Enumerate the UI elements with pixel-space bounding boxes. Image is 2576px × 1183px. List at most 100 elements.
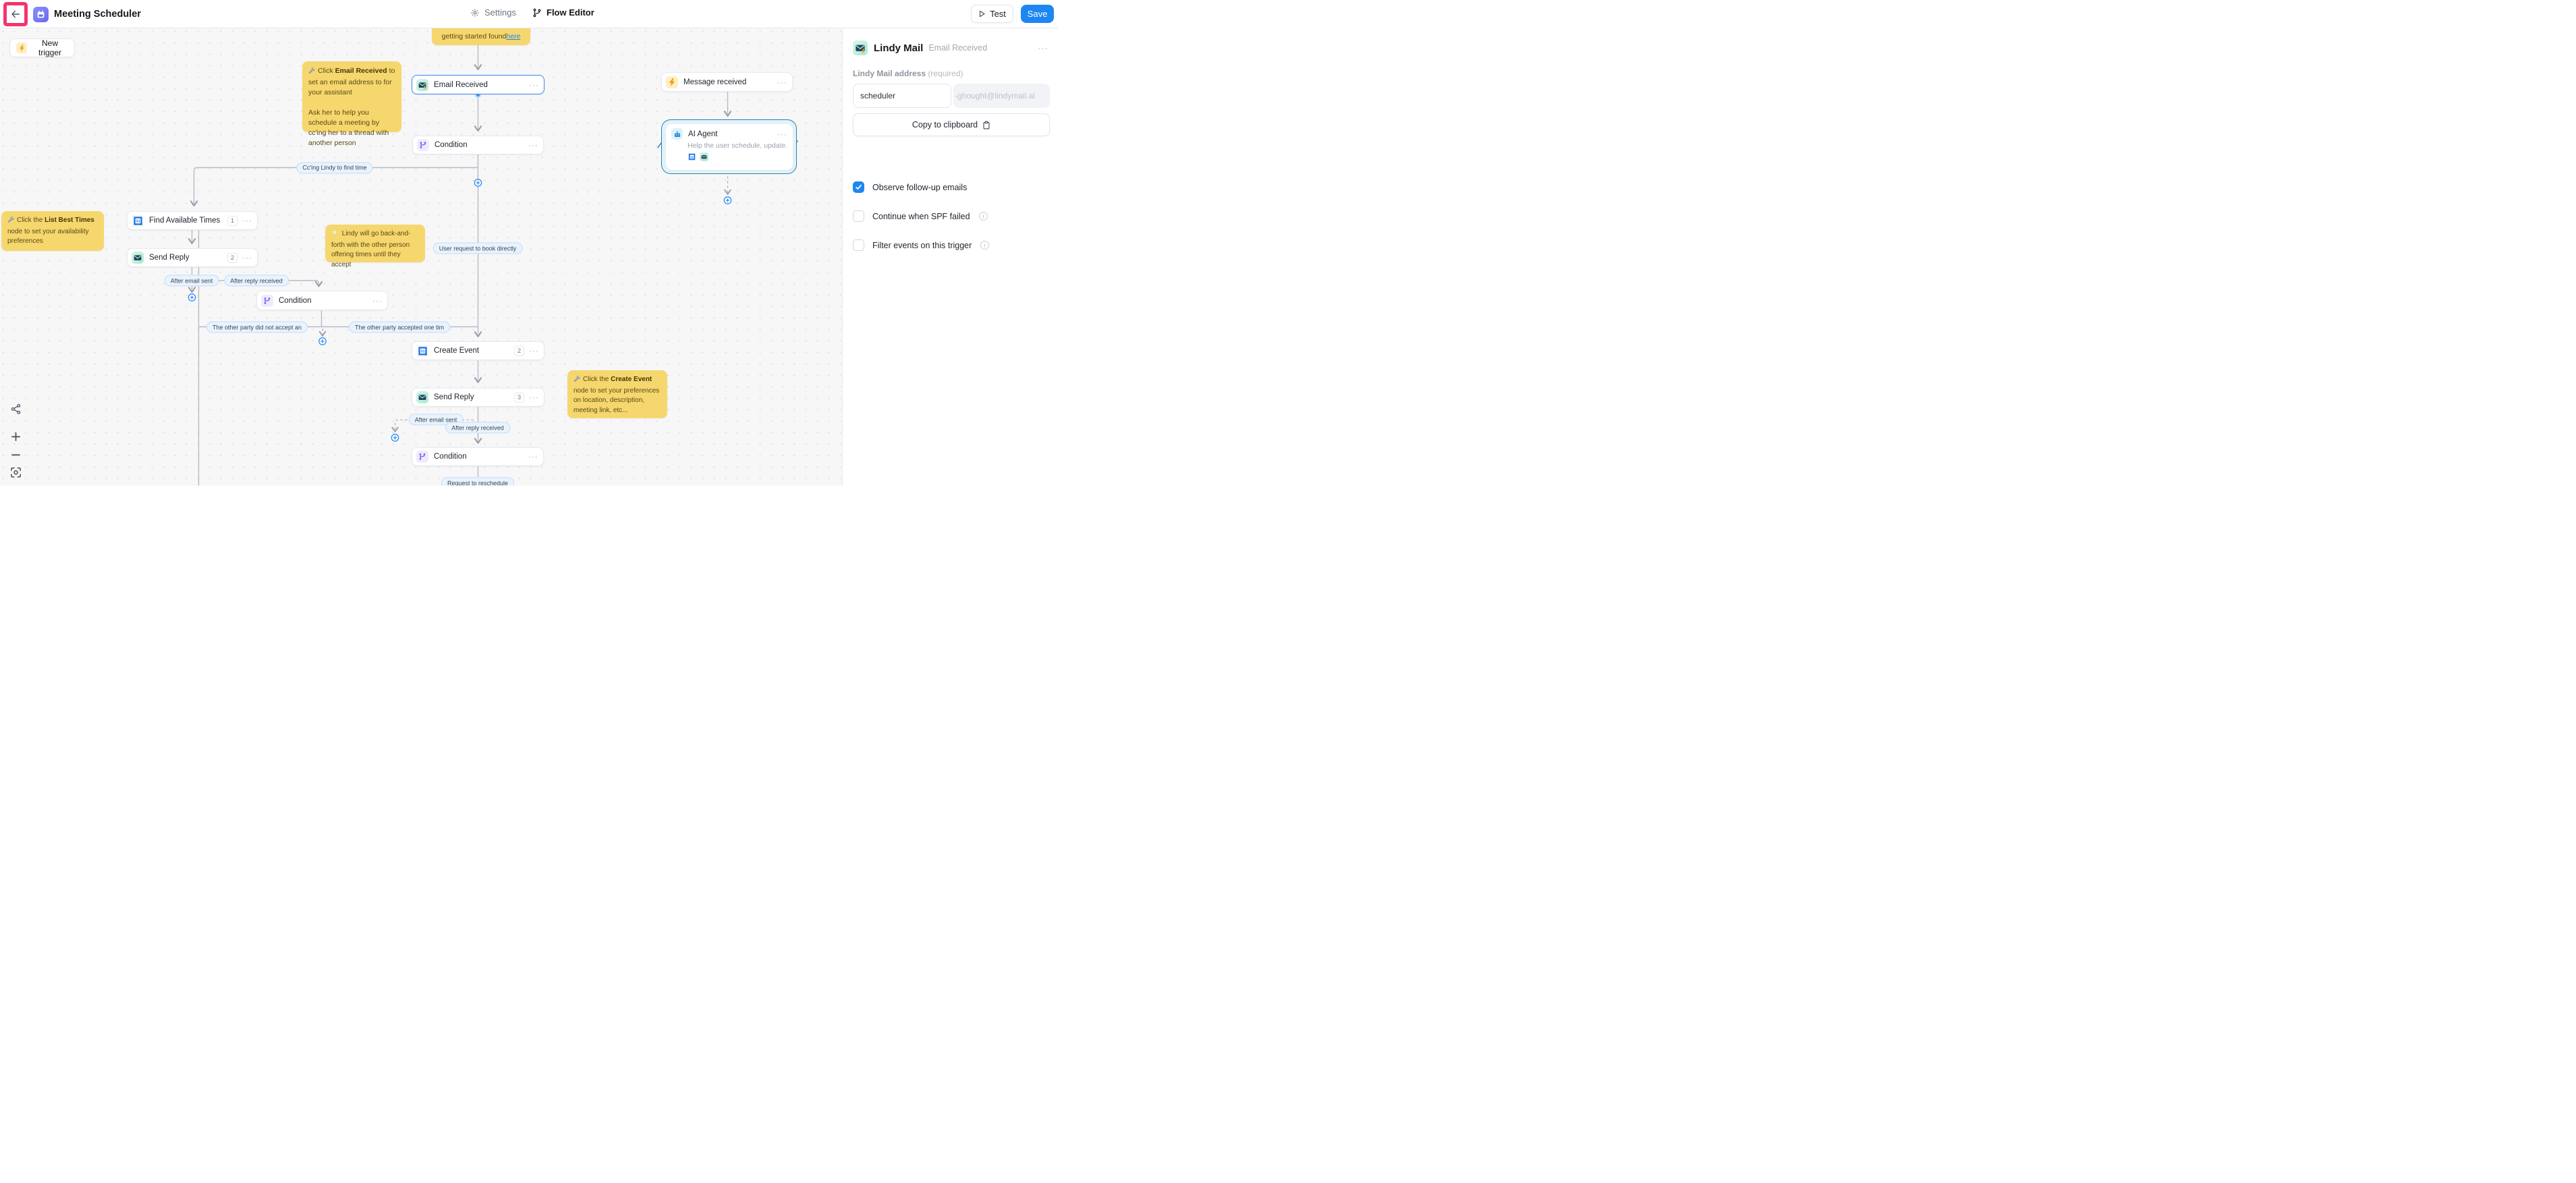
sticky-note-create-event[interactable]: Click the Create Event node to set your … — [567, 370, 667, 418]
node-send-reply-2[interactable]: Send Reply 3 ··· — [412, 388, 544, 407]
tab-label: Flow Editor — [547, 7, 594, 18]
checkbox-unchecked-icon[interactable] — [853, 210, 864, 222]
note-bold-text: List Best Times — [45, 217, 94, 224]
address-input[interactable] — [853, 84, 951, 108]
lightning-icon — [666, 76, 678, 88]
note-bold-text: Email Received — [335, 67, 387, 75]
node-label: Condition — [279, 296, 312, 305]
node-more-button[interactable]: ··· — [528, 452, 538, 461]
ai-agent-loop-container: AI Agent ··· Help the user schedule, upd… — [661, 119, 797, 174]
required-hint: (required) — [928, 69, 963, 78]
node-condition-top[interactable]: Condition ··· — [412, 136, 544, 154]
google-calendar-icon: 31 — [687, 152, 697, 165]
clipboard-icon — [983, 121, 990, 129]
sticky-note-lindy-loop[interactable]: Lindy will go back-and-forth with the ot… — [325, 225, 425, 268]
edge-label: The other party accepted one tim — [348, 321, 451, 333]
node-order-badge: 3 — [514, 392, 524, 403]
node-label: AI Agent — [688, 129, 718, 138]
node-message-received[interactable]: Message received ··· — [661, 72, 793, 92]
add-step-button[interactable] — [474, 179, 482, 187]
checkbox-label: Continue when SPF failed — [872, 211, 970, 221]
test-button[interactable]: Test — [971, 5, 1013, 23]
panel-title: Lindy Mail — [874, 42, 924, 54]
node-label: Find Available Times — [149, 217, 221, 225]
lightning-icon — [16, 42, 27, 53]
node-order-badge: 1 — [227, 215, 237, 226]
copy-to-clipboard-button[interactable]: Copy to clipboard — [853, 113, 1050, 136]
node-label: Condition — [435, 141, 468, 149]
checkbox-unchecked-icon[interactable] — [853, 239, 864, 251]
node-order-badge: 2 — [514, 345, 524, 356]
sticky-note-getting-started[interactable]: getting started found here — [432, 28, 530, 45]
node-more-button[interactable]: ··· — [528, 140, 538, 150]
checkbox-observe-follow-up-emails[interactable]: Observe follow-up emails — [853, 181, 967, 193]
trigger-config-panel: Lindy Mail Email Received ··· Lindy Mail… — [842, 28, 1058, 486]
note-text: to set an email address to for your assi… — [308, 67, 395, 97]
node-label: Email Received — [434, 80, 488, 89]
address-field-label: Lindy Mail address (required) — [853, 69, 963, 78]
node-more-button[interactable]: ··· — [372, 295, 383, 306]
note-text: Click the — [17, 217, 45, 224]
sticky-note-email-received[interactable]: Click Email Received to set an email add… — [302, 61, 401, 147]
svg-text:31: 31 — [420, 349, 425, 353]
checkbox-filter-events-on-trigger[interactable]: Filter events on this trigger i — [853, 239, 990, 251]
button-label: Copy to clipboard — [912, 120, 978, 129]
new-trigger-button[interactable]: New trigger — [9, 38, 75, 57]
panel-more-button[interactable]: ··· — [1038, 42, 1048, 53]
node-ai-agent[interactable]: AI Agent ··· Help the user schedule, upd… — [666, 124, 793, 170]
edge-label: After reply received — [445, 422, 510, 434]
checkbox-label: Observe follow-up emails — [872, 182, 968, 192]
node-find-available-times[interactable]: 31 Find Available Times 1 ··· — [127, 211, 258, 230]
checkbox-checked-icon[interactable] — [853, 181, 864, 193]
condition-branch-icon — [416, 451, 428, 463]
node-condition-mid[interactable]: Condition ··· — [256, 291, 388, 310]
svg-text:i: i — [982, 213, 984, 219]
condition-branch-icon — [261, 294, 273, 307]
add-step-button[interactable] — [188, 293, 196, 301]
info-icon[interactable]: i — [980, 240, 990, 250]
add-step-buttons — [188, 179, 732, 442]
node-label: Message received — [683, 78, 747, 86]
button-label: Test — [990, 9, 1006, 19]
zoom-out-button[interactable] — [10, 449, 22, 461]
edge-label: Request to reschedule — [441, 477, 515, 486]
info-icon[interactable]: i — [978, 211, 988, 221]
here-link[interactable]: here — [506, 32, 521, 40]
note-text: node to set your availability preference… — [7, 227, 89, 246]
node-more-button[interactable]: ··· — [777, 77, 787, 87]
node-more-button[interactable]: ··· — [529, 80, 539, 90]
add-step-button[interactable] — [318, 337, 327, 345]
back-arrow-icon — [11, 10, 20, 18]
back-button[interactable] — [3, 2, 28, 26]
node-order-badge: 2 — [227, 252, 237, 263]
node-send-reply-1[interactable]: Send Reply 2 ··· — [127, 248, 258, 267]
note-text: Ask her to help you schedule a meeting b… — [308, 108, 389, 148]
node-email-received[interactable]: Email Received ··· — [412, 75, 544, 94]
sticky-note-list-best-times[interactable]: Click the List Best Times node to set yo… — [1, 211, 104, 251]
node-more-button[interactable]: ··· — [242, 253, 252, 262]
add-step-button[interactable] — [723, 196, 732, 204]
node-label: Condition — [434, 453, 467, 461]
google-calendar-icon: 31 — [416, 345, 428, 357]
node-more-button[interactable]: ··· — [529, 393, 539, 402]
app-calendar-icon — [33, 7, 49, 22]
node-label: Send Reply — [434, 393, 474, 401]
auto-layout-button[interactable] — [9, 402, 22, 415]
zoom-in-button[interactable] — [10, 431, 22, 442]
note-text: Click — [318, 67, 335, 75]
save-button[interactable]: Save — [1021, 5, 1054, 23]
checkbox-continue-when-spf-failed[interactable]: Continue when SPF failed i — [853, 210, 988, 222]
node-create-event[interactable]: 31 Create Event 2 ··· — [412, 341, 544, 360]
add-step-button[interactable] — [391, 434, 399, 442]
node-more-button[interactable]: ··· — [242, 216, 252, 225]
node-more-button[interactable]: ··· — [777, 129, 787, 139]
edge-label: User request to book directly — [432, 242, 523, 254]
tab-flow-editor[interactable]: Flow Editor — [532, 7, 594, 18]
edge-label: After email sent — [164, 275, 219, 287]
node-condition-bottom[interactable]: Condition ··· — [412, 447, 544, 466]
node-more-button[interactable]: ··· — [529, 346, 539, 355]
fit-view-button[interactable] — [9, 466, 22, 479]
tab-settings[interactable]: Settings — [470, 7, 516, 18]
wrench-icon — [308, 67, 316, 78]
flow-editor-app: Cc'ing Lindy to find time User request t… — [0, 0, 1058, 486]
